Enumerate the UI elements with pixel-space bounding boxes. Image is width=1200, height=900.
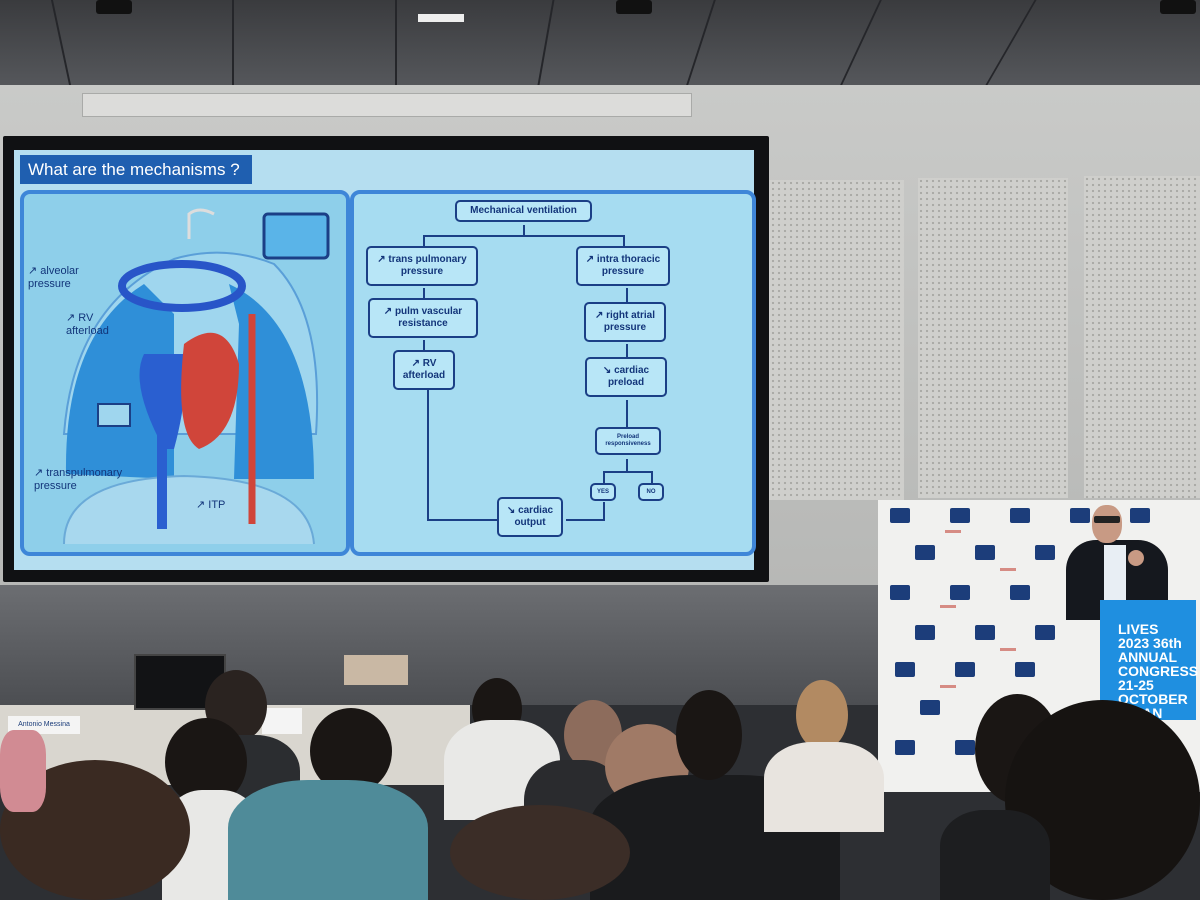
esicm-logo bbox=[1130, 508, 1150, 523]
ceiling-seam bbox=[232, 0, 234, 85]
sponsor-mark bbox=[945, 530, 961, 533]
esicm-logo bbox=[895, 662, 915, 677]
arrow bbox=[566, 502, 605, 521]
esicm-logo bbox=[975, 625, 995, 640]
audience-body bbox=[228, 780, 428, 900]
ceiling-seam bbox=[395, 0, 397, 85]
label-transpulmonary-pressure: ↗ transpulmonary pressure bbox=[34, 467, 123, 492]
node-yes: YES bbox=[590, 483, 616, 501]
ceiling-light bbox=[1160, 0, 1196, 14]
thorax-diagram-panel bbox=[20, 190, 350, 556]
sponsor-mark bbox=[940, 605, 956, 608]
esicm-logo bbox=[1035, 625, 1055, 640]
sponsor-mark bbox=[940, 685, 956, 688]
ceiling bbox=[0, 0, 1200, 85]
node-cardiac-preload: ↘ cardiac preload bbox=[585, 357, 667, 397]
esicm-logo bbox=[895, 740, 915, 755]
left-lung bbox=[65, 284, 174, 479]
arrow bbox=[423, 225, 525, 248]
speaker-head bbox=[1092, 505, 1122, 543]
node-cardiac-output: ↘ cardiac output bbox=[497, 497, 563, 537]
ceiling-lamp bbox=[418, 14, 464, 22]
node-preload-responsiveness: Preload responsiveness bbox=[595, 427, 661, 455]
audience-body bbox=[0, 730, 46, 812]
laptop bbox=[344, 655, 408, 685]
audience-head bbox=[676, 690, 742, 780]
audience-head bbox=[450, 805, 630, 900]
esicm-logo bbox=[915, 545, 935, 560]
esicm-logo bbox=[1010, 585, 1030, 600]
audience-body bbox=[764, 742, 884, 832]
sponsor-mark bbox=[1000, 648, 1016, 651]
esicm-logo bbox=[1070, 508, 1090, 523]
speaker-shirt bbox=[1104, 545, 1126, 605]
acoustic-panel bbox=[918, 178, 1068, 498]
esicm-logo bbox=[955, 740, 975, 755]
label-alveolar-pressure: ↗ alveolar pressure bbox=[28, 265, 79, 290]
acoustic-panel bbox=[1084, 176, 1200, 498]
speaker-hand bbox=[1128, 550, 1144, 566]
ventilator-icon bbox=[262, 212, 330, 260]
ceiling-seam bbox=[537, 0, 555, 85]
esicm-logo bbox=[950, 585, 970, 600]
left-heart bbox=[181, 332, 239, 449]
audience-head bbox=[310, 708, 392, 794]
node-pulm-vascular-resistance: ↗ pulm vascular resistance bbox=[368, 298, 478, 338]
speaker-glasses bbox=[1094, 516, 1120, 523]
esicm-logo bbox=[920, 700, 940, 715]
node-no: NO bbox=[638, 483, 664, 501]
esicm-logo bbox=[915, 625, 935, 640]
sponsor-mark bbox=[1000, 568, 1016, 571]
esicm-logo bbox=[1035, 545, 1055, 560]
acoustic-panel bbox=[764, 180, 904, 500]
audience-head bbox=[796, 680, 848, 750]
esicm-logo bbox=[955, 662, 975, 677]
name-plate-blank bbox=[262, 708, 302, 734]
label-itp: ↗ ITP bbox=[196, 499, 226, 511]
ceiling-seam bbox=[50, 0, 72, 85]
projector-rail bbox=[82, 93, 692, 117]
audience-body bbox=[940, 810, 1050, 900]
ceiling-light bbox=[96, 0, 132, 14]
arrow bbox=[603, 459, 628, 484]
esicm-logo bbox=[890, 585, 910, 600]
thorax-diagram bbox=[62, 208, 330, 545]
esicm-logo bbox=[1015, 662, 1035, 677]
arrow bbox=[627, 471, 653, 484]
alveolus-icon bbox=[97, 403, 131, 427]
node-right-atrial-pressure: ↗ right atrial pressure bbox=[584, 302, 666, 342]
name-plate: Antonio Messina bbox=[8, 716, 80, 734]
esicm-logo bbox=[950, 508, 970, 523]
arrow bbox=[524, 235, 625, 248]
arrow bbox=[427, 390, 500, 521]
ceiling-seam bbox=[686, 0, 716, 85]
pulmonary-artery bbox=[118, 260, 246, 312]
ceiling-seam bbox=[985, 0, 1037, 85]
label-rv-afterload: ↗ RV afterload bbox=[66, 312, 109, 337]
ceiling-seam bbox=[840, 0, 882, 85]
slide-title: What are the mechanisms ? bbox=[20, 155, 252, 184]
ceiling-light bbox=[616, 0, 652, 14]
esicm-logo bbox=[890, 508, 910, 523]
esicm-logo bbox=[1010, 508, 1030, 523]
node-intra-thoracic-pressure: ↗ intra thoracic pressure bbox=[576, 246, 670, 286]
node-rv-afterload: ↗ RV afterload bbox=[393, 350, 455, 390]
esicm-logo bbox=[975, 545, 995, 560]
flowchart-arrows bbox=[423, 225, 653, 521]
ventilator-tube bbox=[187, 208, 215, 239]
node-mechanical-ventilation: Mechanical ventilation bbox=[455, 200, 592, 222]
node-trans-pulmonary-pressure: ↗ trans pulmonary pressure bbox=[366, 246, 478, 286]
